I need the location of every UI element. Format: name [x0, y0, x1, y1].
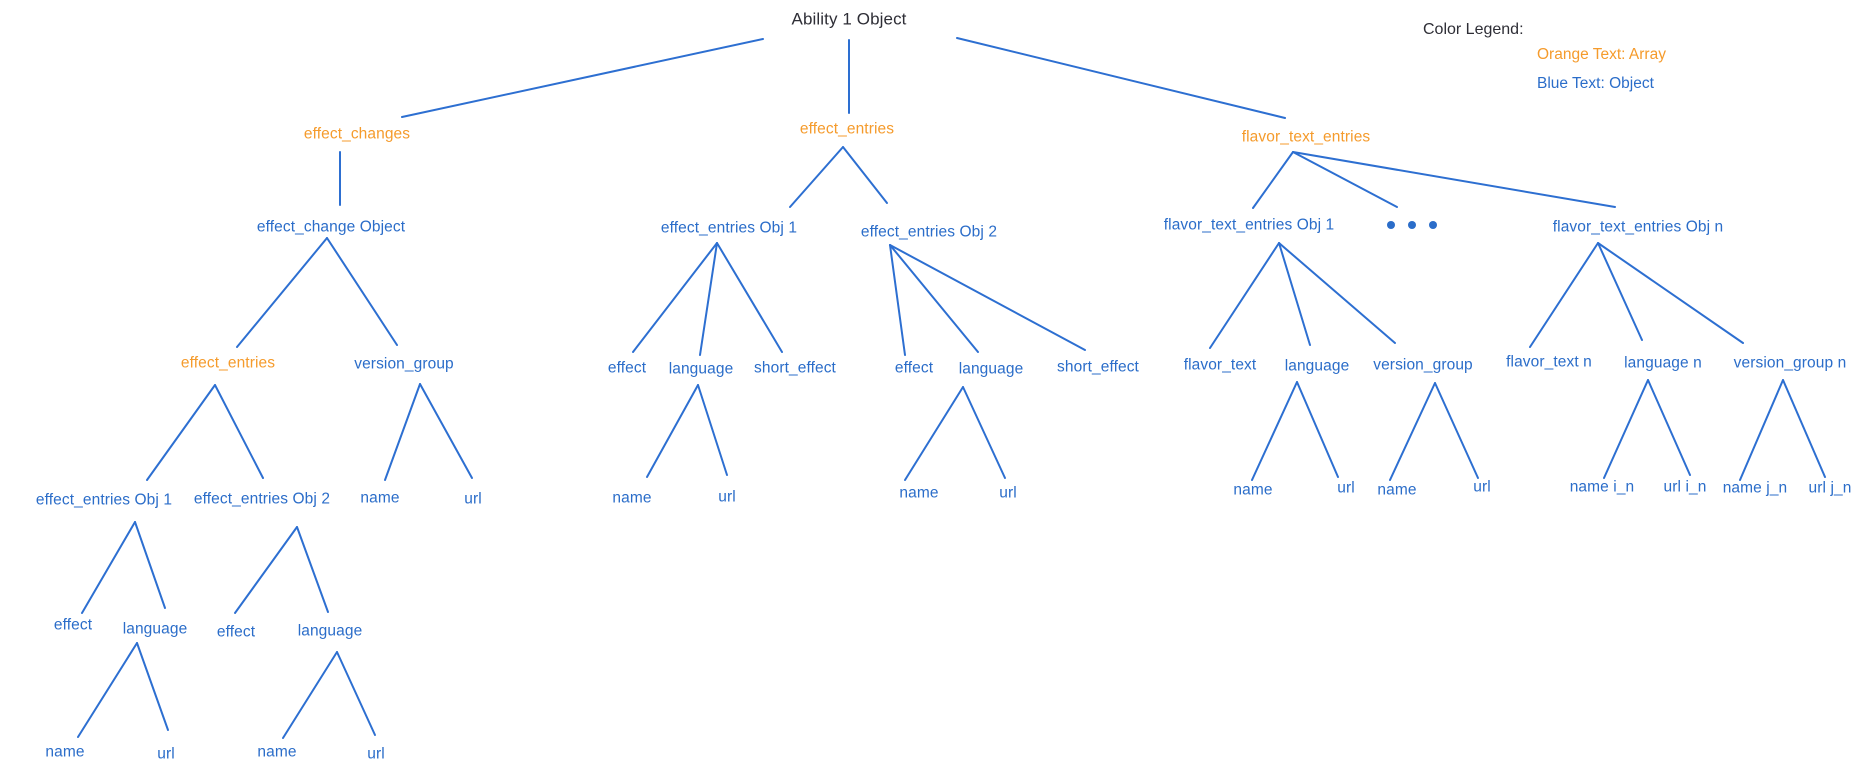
node-ec-obj2-lang-name: name	[257, 743, 297, 761]
node-fte-objn-flavor-text-n: flavor_text n	[1506, 353, 1592, 371]
node-fte-objn-vg-url-j-n: url j_n	[1808, 479, 1852, 497]
node-ee-obj2-lang-url: url	[999, 484, 1017, 502]
node-effect-change-object: effect_change Object	[256, 218, 406, 236]
legend-items: Orange Text: Array Blue Text: Object	[1537, 46, 1666, 93]
node-effect-changes: effect_changes	[303, 125, 411, 143]
node-fte-obj1-flavor-text: flavor_text	[1183, 356, 1257, 374]
node-ee-obj2-lang-name: name	[899, 484, 939, 502]
node-ec-obj2-lang-url: url	[367, 745, 385, 763]
ellipsis-dot	[1429, 221, 1437, 229]
node-fte-objn-lang-url-i-n: url i_n	[1663, 478, 1707, 496]
color-legend: Color Legend: Orange Text: Array Blue Te…	[1423, 21, 1666, 93]
node-ee-obj1-language: language	[668, 360, 734, 378]
node-fte-obj1-lang-url: url	[1337, 479, 1355, 497]
node-ee-obj1-effect: effect	[607, 359, 647, 377]
node-fte-obj1-language: language	[1284, 357, 1350, 375]
node-fte-objn-language-n: language n	[1624, 354, 1702, 372]
legend-item-blue-object: Blue Text: Object	[1537, 75, 1654, 92]
node-fte-obj-n: flavor_text_entries Obj n	[1552, 218, 1724, 236]
node-ec-version-group-name: name	[360, 489, 400, 507]
node-fte-obj1-version-group: version_group	[1373, 356, 1473, 374]
ellipsis-dot	[1387, 221, 1395, 229]
node-ee-obj2-short-effect: short_effect	[1057, 358, 1139, 376]
node-fte-obj1-vg-url: url	[1473, 478, 1491, 496]
node-fte-objn-vg-name-j-n: name j_n	[1722, 479, 1788, 497]
node-ec-obj1-lang-url: url	[157, 745, 175, 763]
node-ec-version-group: version_group	[354, 355, 454, 373]
ellipsis-dot	[1408, 221, 1416, 229]
node-ee-obj1-short-effect: short_effect	[754, 359, 836, 377]
node-flavor-text-entries: flavor_text_entries	[1241, 128, 1371, 146]
node-ee-obj2-language: language	[958, 360, 1024, 378]
node-ee-obj1-lang-url: url	[718, 488, 736, 506]
node-ec-obj1-lang-name: name	[45, 743, 85, 761]
node-fte-obj1-lang-name: name	[1233, 481, 1273, 499]
node-ee-obj1-lang-name: name	[612, 489, 652, 507]
node-ec-effect-entries-obj-2: effect_entries Obj 2	[193, 490, 331, 508]
node-ec-obj2-language: language	[297, 622, 363, 640]
node-ec-effect-entries-obj-1: effect_entries Obj 1	[35, 491, 173, 509]
node-ec-obj2-effect: effect	[216, 623, 256, 641]
node-ec-obj1-language: language	[122, 620, 188, 638]
node-root-ability-1-object: Ability 1 Object	[791, 9, 907, 29]
node-ec-effect-entries: effect_entries	[180, 354, 276, 372]
node-fte-obj1-vg-name: name	[1377, 481, 1417, 499]
legend-title: Color Legend:	[1423, 21, 1524, 38]
node-ee-obj-2: effect_entries Obj 2	[860, 223, 998, 241]
node-ec-version-group-url: url	[464, 490, 482, 508]
node-fte-objn-lang-name-i-n: name i_n	[1569, 478, 1635, 496]
node-fte-objn-version-group-n: version_group n	[1733, 354, 1847, 372]
node-ee-obj2-effect: effect	[894, 359, 934, 377]
node-ec-obj1-effect: effect	[53, 616, 93, 634]
node-fte-obj-1: flavor_text_entries Obj 1	[1163, 216, 1335, 234]
legend-item-orange-array: Orange Text: Array	[1537, 46, 1666, 63]
node-effect-entries: effect_entries	[799, 120, 895, 138]
node-ee-obj-1: effect_entries Obj 1	[660, 219, 798, 237]
node-fte-ellipsis	[1387, 221, 1437, 229]
